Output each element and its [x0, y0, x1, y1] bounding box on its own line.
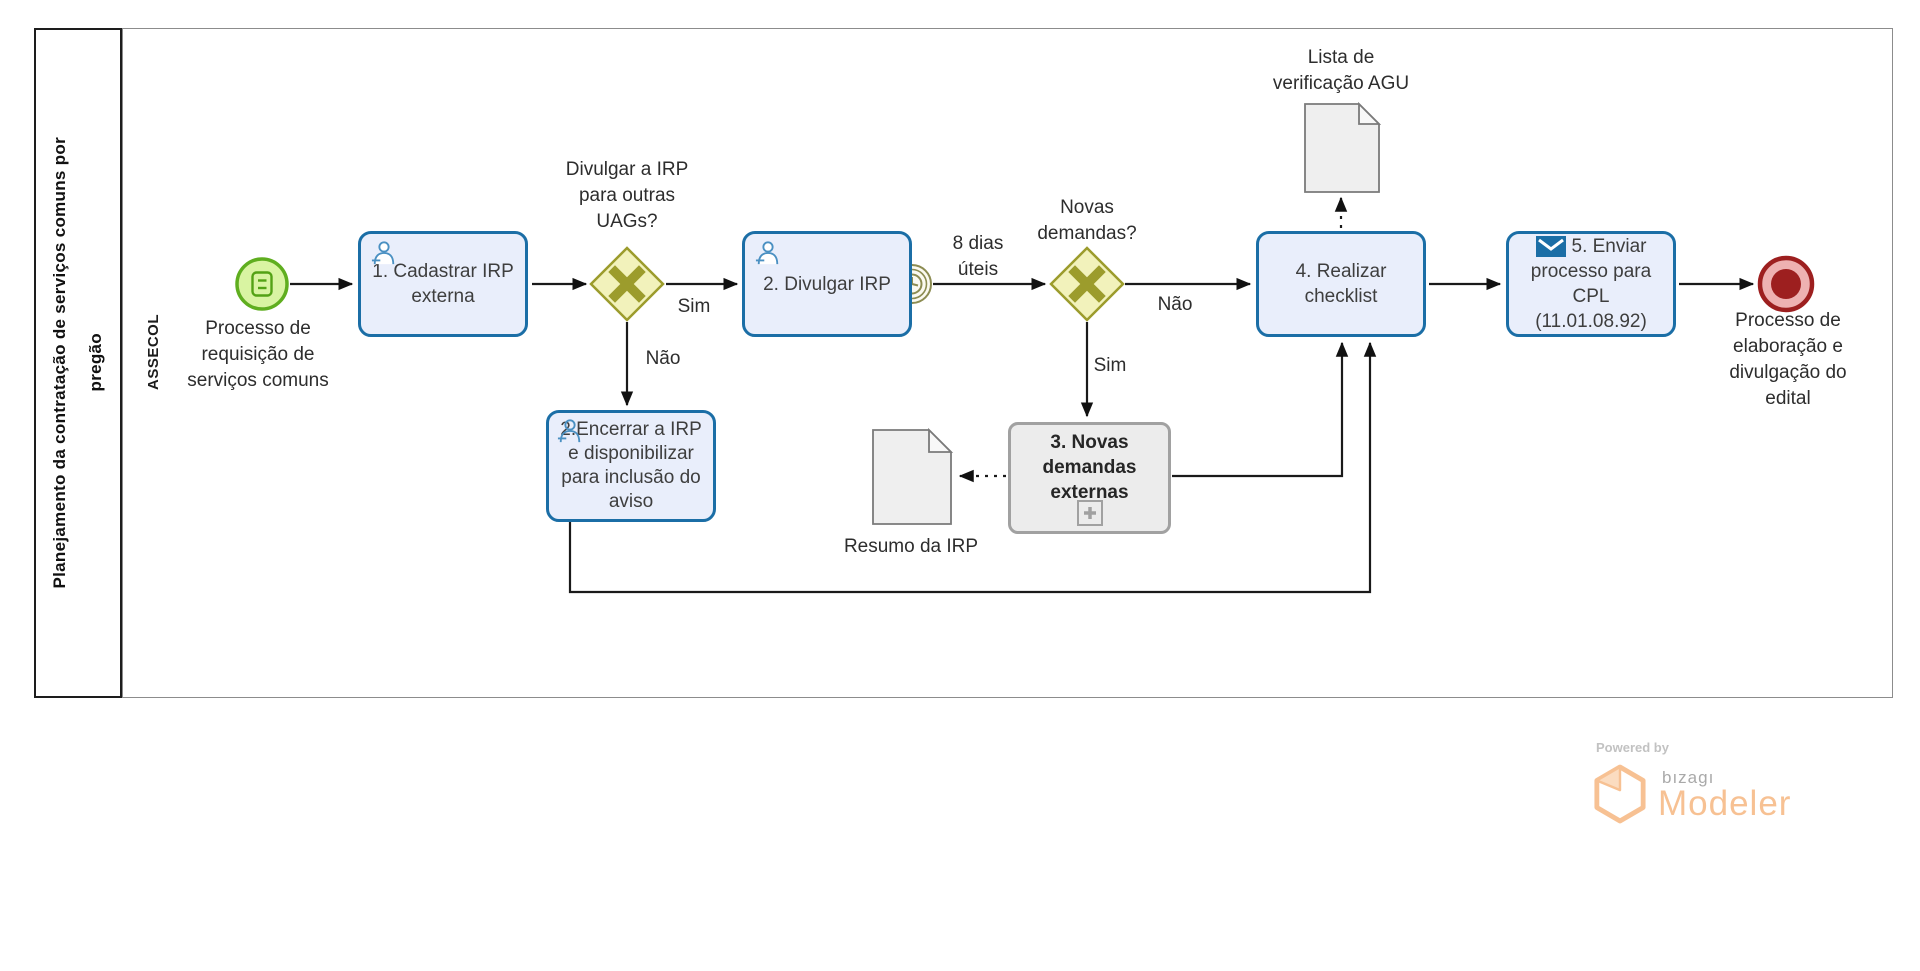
- expand-plus-icon[interactable]: [1076, 500, 1103, 526]
- task-cadastrar-irp-externa[interactable]: 1. Cadastrar IRP externa: [358, 231, 528, 337]
- task-label: 2.Encerrar a IRP e disponibilizar para i…: [560, 419, 702, 512]
- task-realizar-checklist[interactable]: 4. Realizar checklist: [1256, 231, 1426, 337]
- start-event-label: Processo de requisição de serviços comun…: [187, 318, 329, 391]
- powered-by-text: Powered by: [1596, 740, 1669, 755]
- user-icon: [371, 241, 395, 265]
- pool-lane-assecol: [122, 28, 1893, 698]
- task-label-rest: processo para CPL (11.01.08.92): [1530, 261, 1652, 332]
- gateway1-nao-label: Não: [645, 348, 681, 369]
- subprocess-novas-demandas-externas[interactable]: 3. Novas demandas externas: [1008, 422, 1171, 534]
- gateway1-sim-label: Sim: [677, 296, 711, 317]
- pool-title: Planejamento da contratação de serviços …: [50, 137, 105, 589]
- user-icon: [755, 241, 779, 265]
- gateway2-sim-label: Sim: [1093, 355, 1127, 376]
- task-encerrar-irp[interactable]: 2.Encerrar a IRP e disponibilizar para i…: [546, 410, 716, 522]
- task-divulgar-irp[interactable]: 2. Divulgar IRP: [742, 231, 912, 337]
- gateway2-nao-label: Não: [1157, 294, 1193, 315]
- gateway2-label: Novas demandas?: [1037, 197, 1137, 244]
- task-label: 2. Divulgar IRP: [763, 273, 891, 295]
- doc-agu-label: Lista de verificação AGU: [1272, 47, 1410, 94]
- envelope-icon: [1535, 236, 1566, 257]
- subprocess-label: 3. Novas demandas externas: [1042, 432, 1137, 503]
- task-label: 4. Realizar checklist: [1295, 261, 1387, 307]
- gateway1-label: Divulgar a IRP para outras UAGs?: [565, 159, 689, 232]
- pool-header: Planejamento da contratação de serviços …: [34, 28, 122, 698]
- timer-duration-label: 8 dias úteis: [952, 233, 1004, 280]
- doc-resumo-label: Resumo da IRP: [843, 536, 979, 557]
- task-label: 1. Cadastrar IRP externa: [372, 261, 514, 307]
- task-enviar-processo-cpl[interactable]: 5. Enviar processo para CPL (11.01.08.92…: [1506, 231, 1676, 337]
- lane-label-assecol: ASSECOL: [144, 313, 162, 390]
- task-label-line1: 5. Enviar: [1571, 236, 1647, 257]
- bizagi-wordmark: bızagı: [1662, 768, 1715, 787]
- bizagi-hexagon-logo: [1594, 764, 1646, 824]
- end-event-label: Processo de elaboração e divulgação do e…: [1729, 310, 1847, 409]
- modeler-wordmark: Modeler: [1658, 784, 1792, 823]
- user-icon: [557, 419, 581, 443]
